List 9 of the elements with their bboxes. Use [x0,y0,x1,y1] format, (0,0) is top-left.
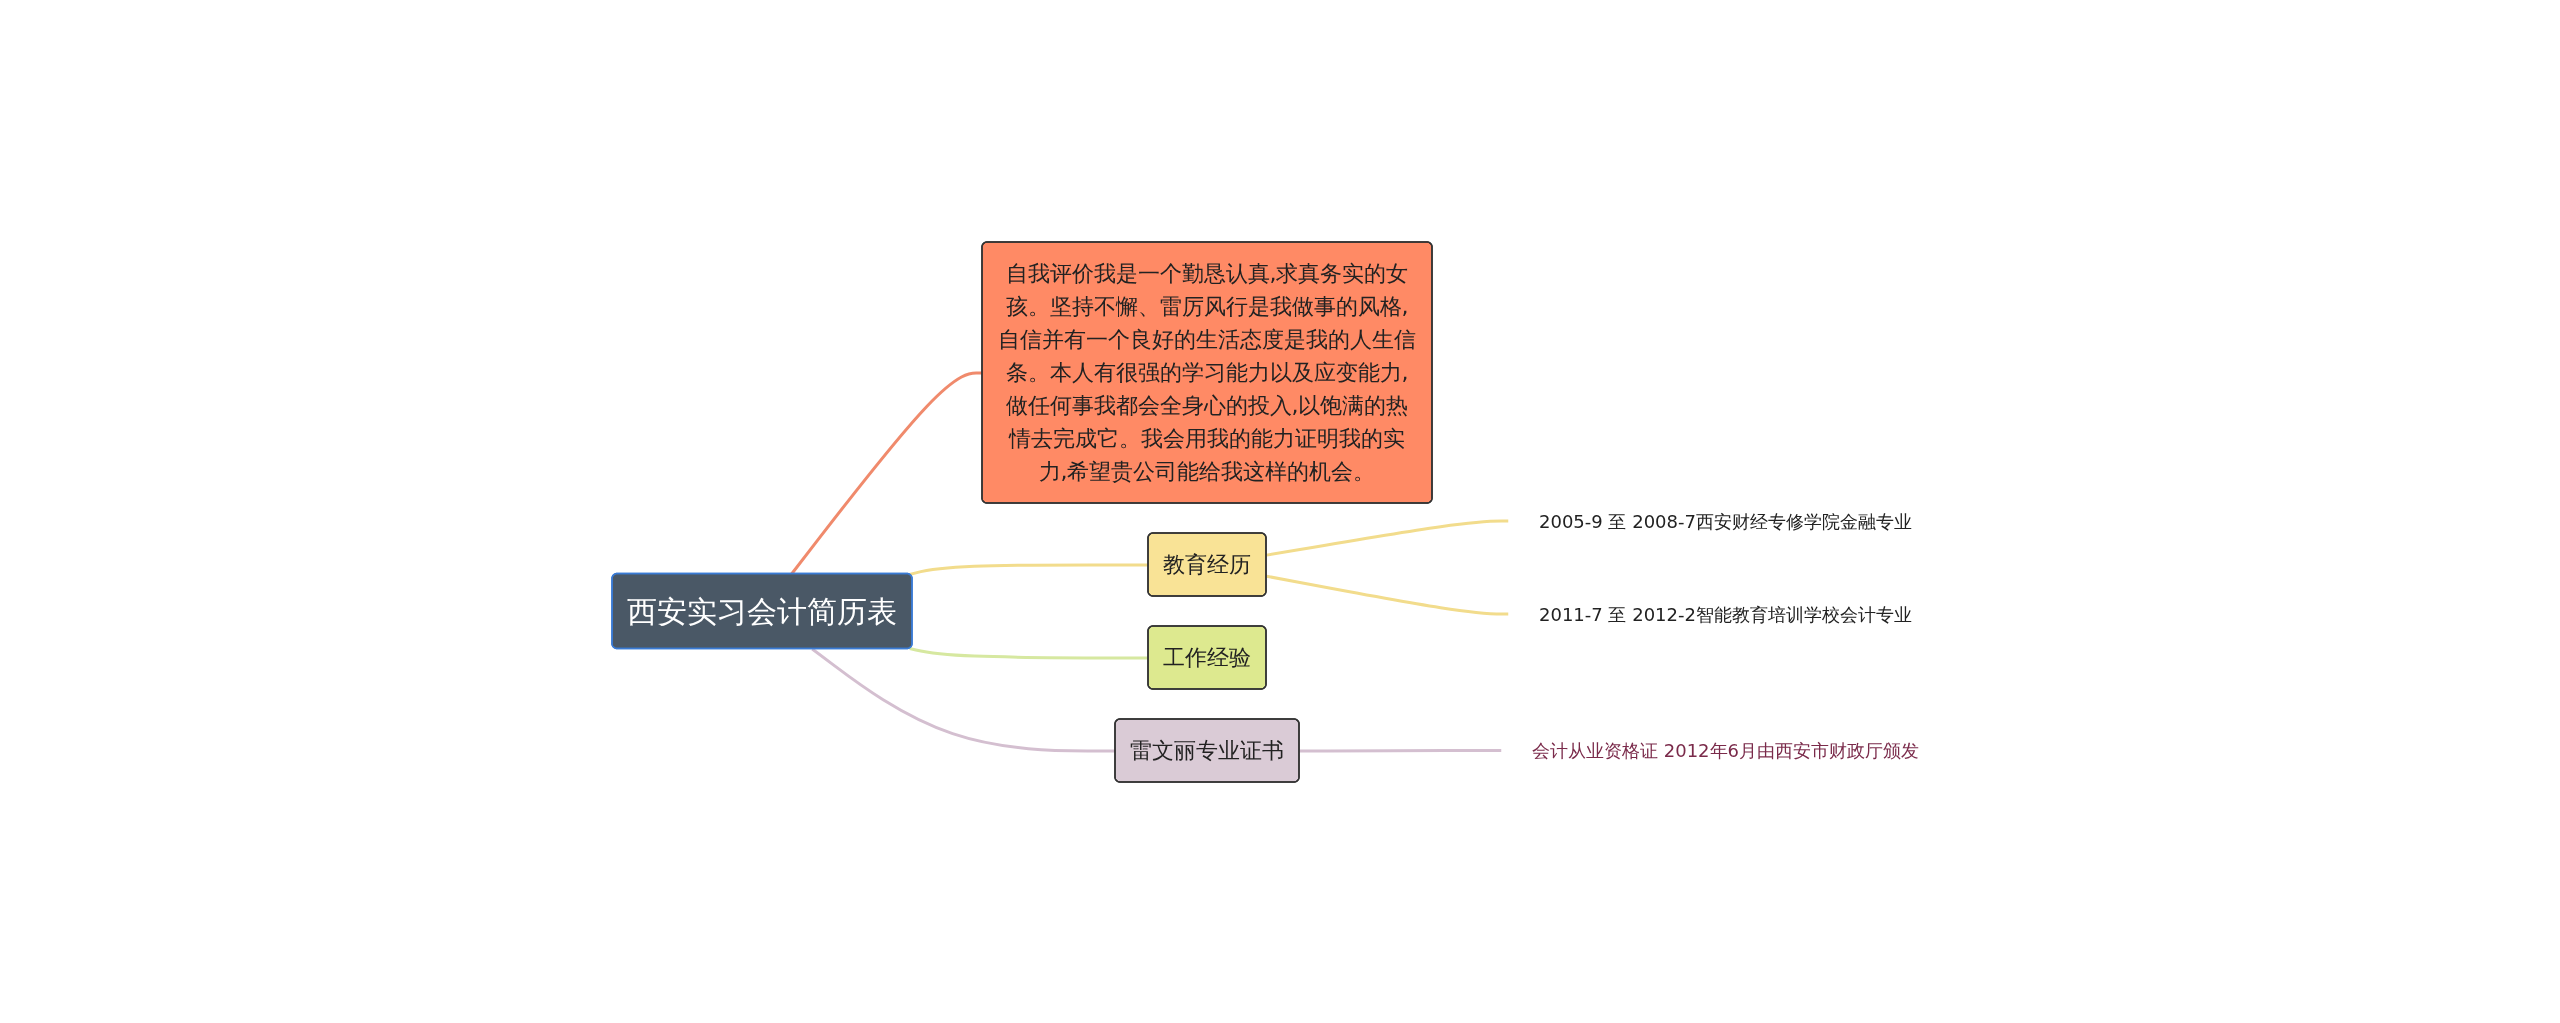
node-text: 2005-9 至 2008-7西安财经专修学院金融专业 [1538,510,1912,531]
connector [1299,748,1502,752]
connector [810,647,1115,752]
connector [908,562,1148,576]
connector [908,646,1148,659]
connector [1265,574,1509,615]
node-text: 会计从业资格证 2012年6月由西安市财政厅颁发 [1531,739,1919,761]
node-text: 2011-7 至 2012-2智能教育培训学校会计专业 [1538,603,1912,624]
connector [1265,519,1509,557]
